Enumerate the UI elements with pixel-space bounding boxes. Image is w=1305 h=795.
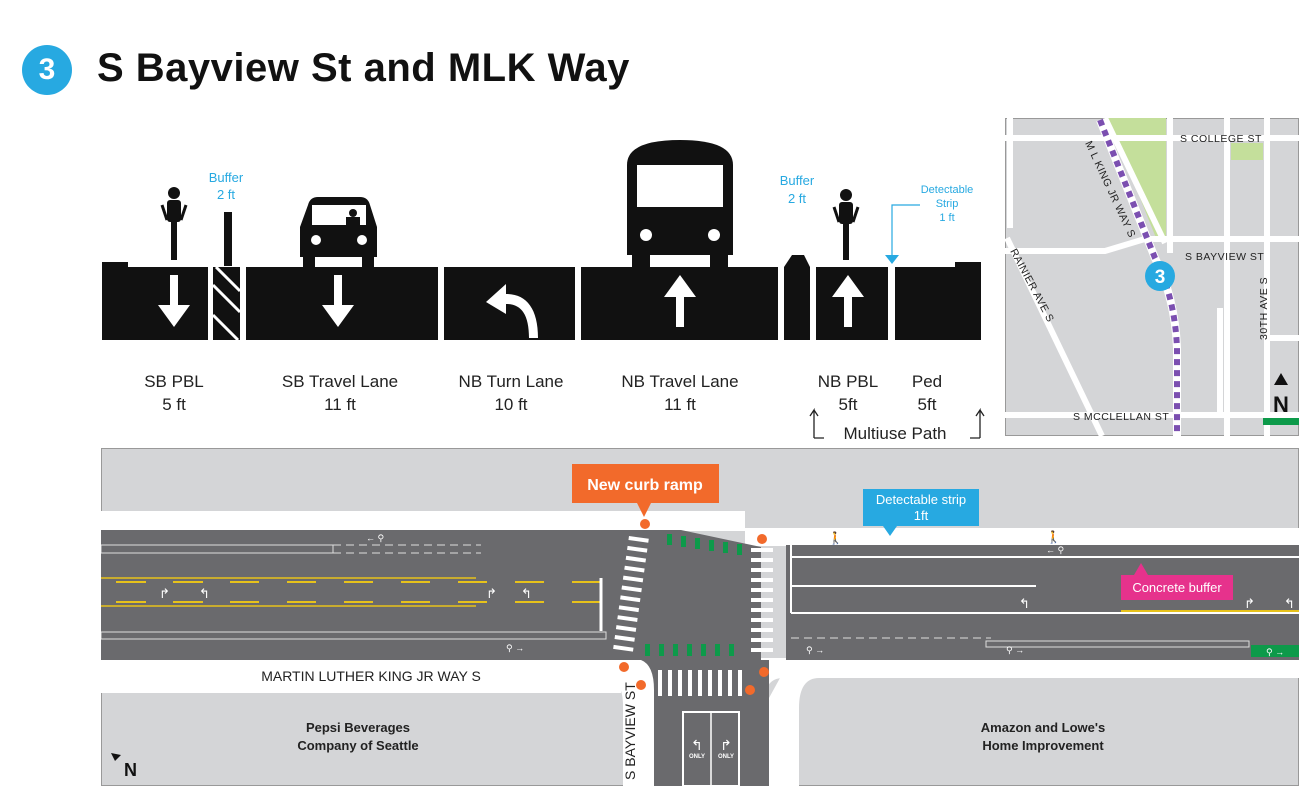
location-number-badge: 3 bbox=[22, 45, 72, 95]
multiuse-bracket-left bbox=[809, 407, 824, 439]
park-area bbox=[1231, 143, 1263, 160]
badge-number: 3 bbox=[38, 53, 56, 86]
map-label-college: S COLLEGE ST bbox=[1180, 133, 1262, 145]
detectable-strip-label-2: Strip bbox=[936, 198, 959, 210]
cross-section-diagram: Buffer 2 ft Buffer 2 ft Detectable Strip… bbox=[102, 140, 985, 443]
bike-symbol-icon: ⚲ → bbox=[506, 643, 524, 653]
intersection-plan: ONLY ONLY ↰ ↱ ↱ ↰ ↱ ↰ ↰ ↱ ↰ ← ⚲ ⚲ → ← ⚲ ⚲ → … bbox=[101, 448, 1299, 786]
north-arrow-icon bbox=[111, 753, 121, 761]
concrete-buffer-callout-text: Concrete buffer bbox=[1132, 580, 1222, 595]
lane-name: SB Travel Lane bbox=[282, 372, 398, 391]
lane-width: 5ft bbox=[839, 395, 858, 414]
multiuse-bracket-right bbox=[970, 407, 985, 439]
north-label: N bbox=[1273, 392, 1289, 417]
detectable-strip-leader bbox=[891, 204, 920, 255]
detectable-strip-callout bbox=[863, 489, 979, 526]
lane-width: 10 ft bbox=[494, 395, 527, 414]
turn-arrow-icon: ↱ bbox=[159, 586, 170, 601]
street-label-mlk: MARTIN LUTHER KING JR WAY S bbox=[261, 668, 481, 684]
locator-map: S COLLEGE ST M L KING JR WAY S S BAYVIEW… bbox=[1005, 118, 1299, 436]
pedestrian-symbol-icon: 🚶 bbox=[1046, 530, 1061, 544]
turn-arrow-icon: ↰ bbox=[1019, 596, 1030, 611]
lane-width: 5ft bbox=[918, 395, 937, 414]
only-marking: ONLY bbox=[689, 754, 705, 760]
bicyclist-icon bbox=[160, 187, 188, 260]
lane-name: NB Turn Lane bbox=[459, 372, 564, 391]
bike-symbol-icon: ⚲ → bbox=[1266, 647, 1284, 657]
lane-width: 11 ft bbox=[664, 395, 696, 414]
location-marker bbox=[1145, 261, 1175, 291]
property-label-east: Home Improvement bbox=[982, 738, 1104, 753]
street-label-bayview: S BAYVIEW ST bbox=[622, 682, 638, 780]
turn-arrow-icon: ↰ bbox=[521, 586, 532, 601]
sb-pbl-block bbox=[102, 262, 208, 340]
map-label-mcclellan: S MCCLELLAN ST bbox=[1073, 411, 1169, 423]
lane-name: NB Travel Lane bbox=[621, 372, 738, 391]
buffer-left-label: Buffer bbox=[209, 170, 244, 185]
right-turn-arrow-icon: ↱ bbox=[720, 737, 732, 753]
turn-arrow-icon: ↰ bbox=[199, 586, 210, 601]
crosswalks bbox=[613, 536, 773, 696]
map-streets bbox=[1005, 118, 1299, 436]
bike-symbol-icon: ⚲ → bbox=[806, 645, 824, 655]
bus-icon bbox=[627, 140, 733, 268]
detectable-strip-label-3: 1 ft bbox=[939, 212, 954, 224]
detectable-strip-callout-width: 1ft bbox=[914, 508, 929, 523]
arrow-up-icon bbox=[664, 275, 696, 327]
property-label-west: Pepsi Beverages bbox=[306, 720, 410, 735]
existing-bike-lane bbox=[1263, 418, 1299, 425]
left-turn-arrow-icon bbox=[486, 284, 538, 338]
lane-arrows bbox=[158, 275, 864, 338]
left-turn-arrow-icon: ↰ bbox=[691, 737, 703, 753]
pavement-arrows: ↱ ↰ ↱ ↰ ↰ ↱ ↰ ← ⚲ ⚲ → ← ⚲ ⚲ → ⚲ → ⚲ → bbox=[159, 533, 1295, 657]
curb-ramp-markers bbox=[619, 519, 769, 695]
bike-symbol-icon: ← ⚲ bbox=[366, 533, 385, 543]
concrete-buffer-callout bbox=[1121, 575, 1233, 600]
bollard-icon bbox=[224, 212, 232, 266]
green-bike-lane bbox=[1251, 645, 1299, 657]
turn-arrow-icon: ↱ bbox=[1244, 596, 1255, 611]
map-label-bayview: S BAYVIEW ST bbox=[1185, 251, 1264, 263]
lane-name: NB PBL bbox=[818, 372, 878, 391]
lane-markings bbox=[101, 543, 1299, 648]
location-marker-number: 3 bbox=[1155, 267, 1166, 288]
lane-width: 5 ft bbox=[162, 395, 186, 414]
bike-symbol-icon: ⚲ → bbox=[1006, 645, 1024, 655]
arrow-down-icon bbox=[322, 275, 354, 327]
car-icon bbox=[300, 197, 377, 268]
buffer-left-width: 2 ft bbox=[217, 187, 235, 202]
detectable-strip-callout-text: Detectable strip bbox=[876, 492, 966, 507]
concrete-buffer-block bbox=[784, 255, 810, 340]
detectable-strip-label-1: Detectable bbox=[921, 184, 974, 196]
bicyclist-icon bbox=[832, 189, 860, 260]
buffer-hatch bbox=[211, 265, 242, 342]
property-label-east: Amazon and Lowe's bbox=[981, 720, 1105, 735]
ped-block bbox=[895, 262, 981, 340]
pedestrian-symbol-icon: 🚶 bbox=[828, 531, 843, 545]
lane-width: 11 ft bbox=[324, 395, 356, 414]
north-arrow-icon bbox=[1274, 373, 1288, 385]
green-bike-crossing bbox=[645, 534, 1299, 657]
multiuse-path-label: Multiuse Path bbox=[844, 424, 947, 443]
lane-name: Ped bbox=[912, 372, 942, 391]
detectable-strip-area bbox=[789, 530, 845, 544]
buffer-right-width: 2 ft bbox=[788, 191, 806, 206]
curb-ramp-callout bbox=[572, 464, 719, 503]
only-marking: ONLY bbox=[718, 754, 734, 760]
curb-ramp-callout-text: New curb ramp bbox=[587, 477, 703, 494]
plan-north-label: N bbox=[124, 760, 137, 780]
property-label-west: Company of Seattle bbox=[297, 738, 418, 753]
bike-symbol-icon: ← ⚲ bbox=[1046, 545, 1065, 555]
buffer-right-label: Buffer bbox=[780, 173, 815, 188]
turn-arrow-icon: ↰ bbox=[1284, 596, 1295, 611]
detectable-strip-pointer bbox=[885, 255, 899, 264]
map-label-30th: 30TH AVE S bbox=[1258, 277, 1270, 340]
arrow-down-icon bbox=[158, 275, 190, 327]
page-title: S Bayview St and MLK Way bbox=[97, 46, 630, 90]
lane-name: SB PBL bbox=[144, 372, 204, 391]
turn-arrow-icon: ↱ bbox=[486, 586, 497, 601]
arrow-up-icon bbox=[832, 275, 864, 327]
